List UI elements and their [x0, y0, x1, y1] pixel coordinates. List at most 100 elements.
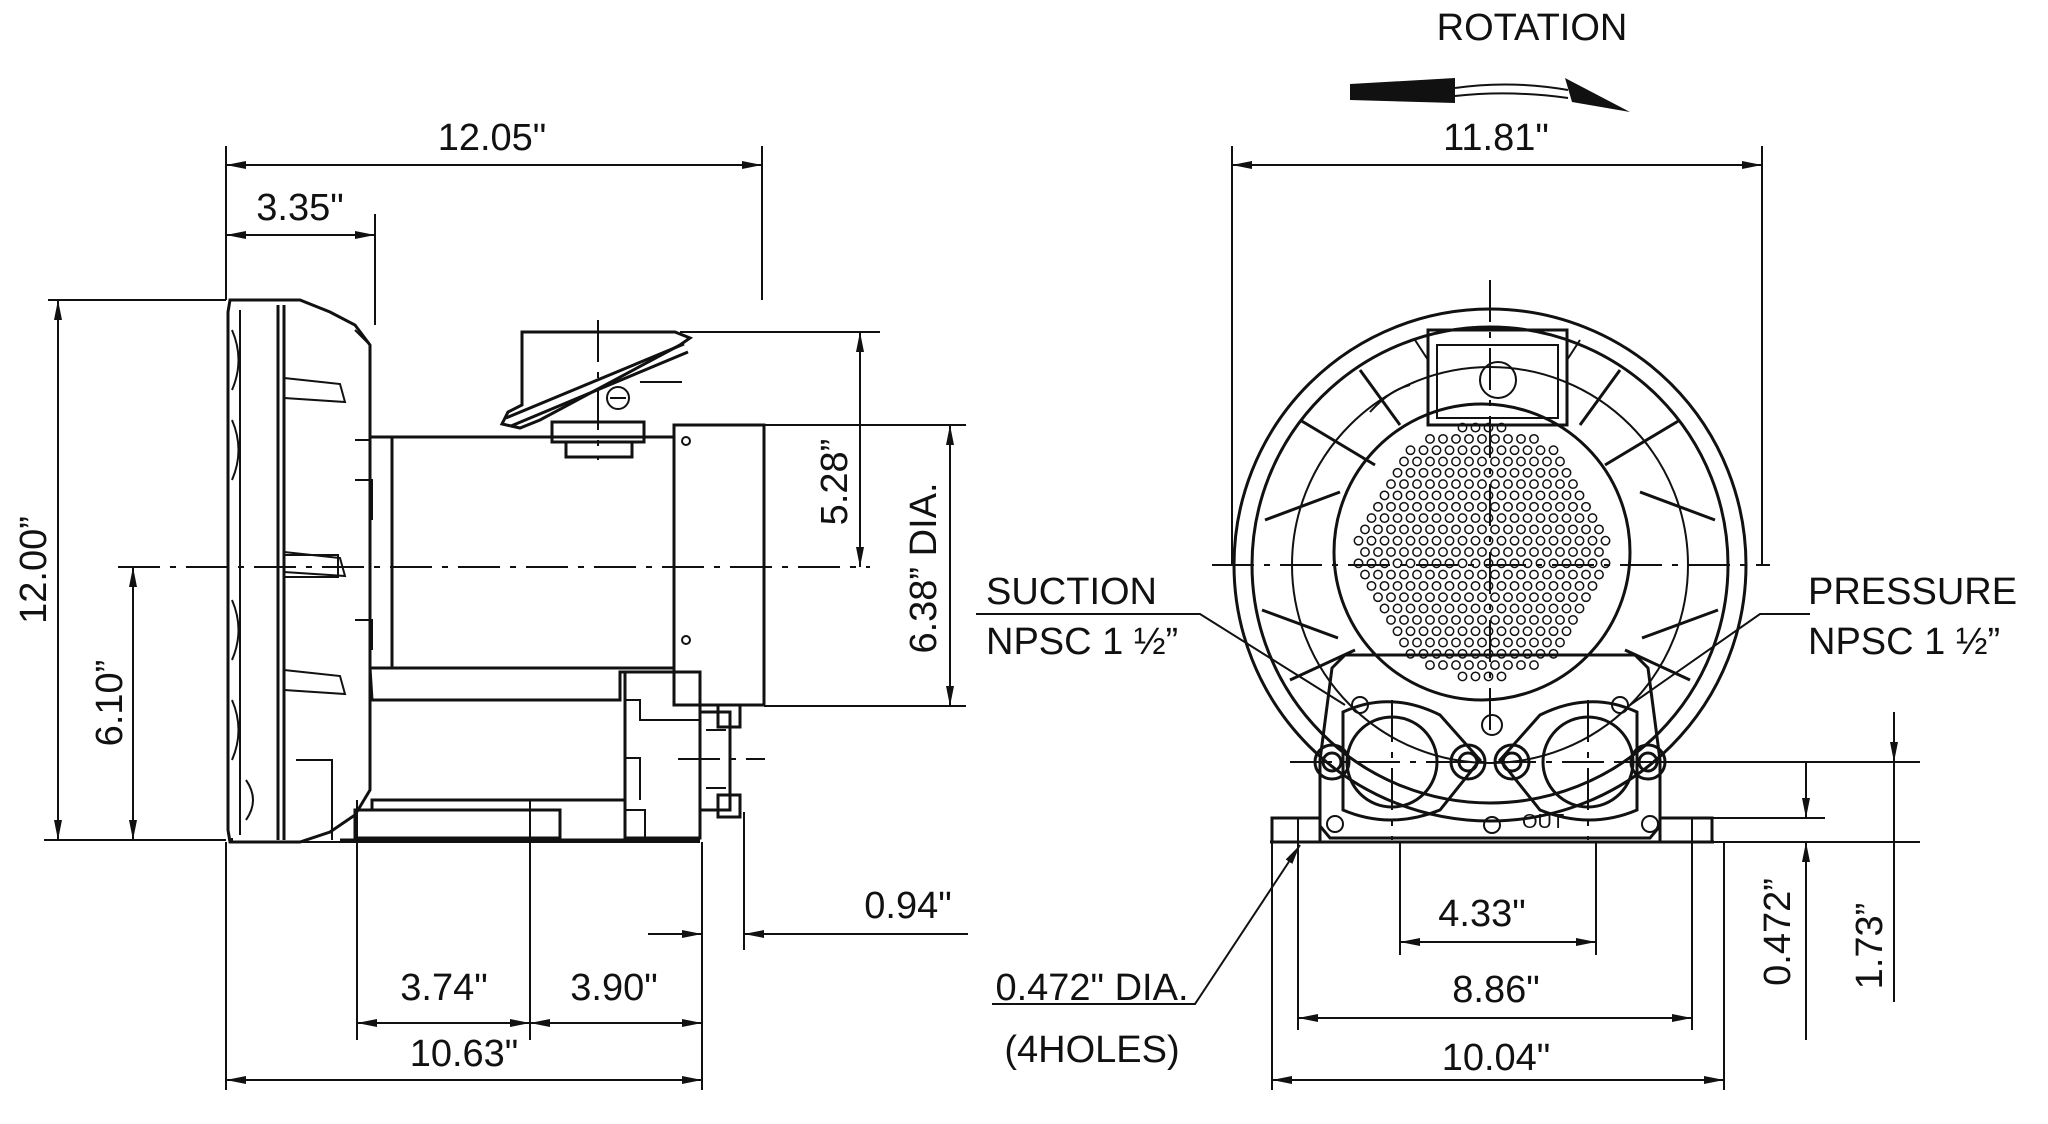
- grille-hole: [1529, 456, 1539, 467]
- grille-hole: [1438, 637, 1448, 648]
- grille-hole: [1516, 637, 1526, 648]
- grille-hole: [1425, 501, 1435, 512]
- grille-hole: [1464, 456, 1474, 467]
- grille-hole: [1418, 558, 1429, 569]
- suction-title: SUCTION: [986, 571, 1157, 613]
- grille-hole: [1373, 547, 1383, 557]
- grille-hole: [1425, 547, 1435, 557]
- grille-hole: [1373, 569, 1383, 580]
- grille-hole: [1399, 524, 1409, 535]
- grille-hole: [1509, 513, 1520, 524]
- grille-hole: [1386, 524, 1396, 535]
- grille-hole: [1457, 558, 1468, 569]
- grille-hole: [1490, 614, 1500, 625]
- grille-hole: [1535, 603, 1546, 614]
- dim-base-inner: 3.74": [400, 967, 487, 1009]
- grille-hole: [1535, 580, 1546, 591]
- grille-hole: [1464, 501, 1474, 512]
- grille-hole: [1522, 445, 1533, 456]
- grille-hole: [1353, 558, 1364, 569]
- holes-count-label: (4HOLES): [1004, 1029, 1179, 1071]
- grille-hole: [1418, 535, 1429, 546]
- grille-hole: [1457, 445, 1468, 456]
- grille-hole: [1503, 501, 1513, 512]
- grille-hole: [1574, 580, 1585, 591]
- grille-hole: [1529, 569, 1539, 580]
- grille-hole: [1574, 535, 1585, 546]
- grille-hole: [1503, 524, 1513, 535]
- grille-hole: [1574, 558, 1585, 569]
- grille-hole: [1477, 614, 1487, 625]
- grille-hole: [1496, 671, 1507, 682]
- grille-hole: [1483, 626, 1494, 637]
- grille-hole: [1418, 580, 1429, 591]
- dim-housing-depth: 3.35": [256, 187, 343, 229]
- grille-hole: [1496, 490, 1507, 501]
- grille-hole: [1490, 456, 1500, 467]
- grille-hole: [1444, 558, 1455, 569]
- grille-hole: [1418, 603, 1429, 614]
- grille-hole: [1509, 580, 1520, 591]
- grille-hole: [1464, 569, 1474, 580]
- grille-hole: [1464, 614, 1474, 625]
- grille-hole: [1431, 445, 1442, 456]
- grille-hole: [1503, 456, 1513, 467]
- grille-hole: [1464, 433, 1474, 444]
- grille-hole: [1412, 501, 1422, 512]
- grille-hole: [1392, 558, 1403, 569]
- grille-hole: [1509, 558, 1520, 569]
- grille-hole: [1535, 513, 1546, 524]
- grille-hole: [1464, 524, 1474, 535]
- grille-hole: [1470, 467, 1481, 478]
- grille-hole: [1386, 614, 1396, 625]
- grille-hole: [1412, 569, 1422, 580]
- grille-hole: [1431, 603, 1442, 614]
- grille-hole: [1574, 603, 1585, 614]
- grille-hole: [1561, 603, 1572, 614]
- grille-hole: [1548, 445, 1559, 456]
- grille-hole: [1470, 490, 1481, 501]
- grille-hole: [1522, 603, 1533, 614]
- grille-hole: [1444, 467, 1455, 478]
- grille-hole: [1399, 547, 1409, 557]
- grille-hole: [1399, 569, 1409, 580]
- grille-hole: [1516, 456, 1526, 467]
- grille-hole: [1405, 490, 1416, 501]
- grille-hole: [1516, 660, 1526, 671]
- grille-hole: [1509, 490, 1520, 501]
- grille-hole: [1405, 603, 1416, 614]
- grille-hole: [1399, 456, 1409, 467]
- grille-hole: [1392, 603, 1403, 614]
- grille-hole: [1594, 524, 1604, 535]
- grille-hole: [1516, 479, 1526, 490]
- grille-hole: [1555, 637, 1565, 648]
- grille-hole: [1392, 513, 1403, 524]
- grille-hole: [1581, 569, 1591, 580]
- motor-fan-grille: [1353, 422, 1611, 682]
- grille-hole: [1425, 479, 1435, 490]
- grille-hole: [1470, 603, 1481, 614]
- grille-hole: [1574, 513, 1585, 524]
- grille-hole: [1431, 558, 1442, 569]
- dim-flange-offset: 0.94": [864, 885, 951, 927]
- grille-hole: [1555, 501, 1565, 512]
- front-view: OUT: [976, 78, 1920, 1090]
- grille-hole: [1548, 558, 1559, 569]
- grille-hole: [1496, 467, 1507, 478]
- grille-hole: [1509, 626, 1520, 637]
- grille-hole: [1542, 501, 1552, 512]
- grille-hole: [1405, 558, 1416, 569]
- dim-overall-length: 12.05": [438, 117, 547, 159]
- grille-hole: [1464, 592, 1474, 603]
- grille-hole: [1470, 445, 1481, 456]
- grille-hole: [1457, 671, 1468, 682]
- grille-hole: [1490, 592, 1500, 603]
- dim-port-height: 1.73”: [1849, 903, 1891, 990]
- holes-dia-label: 0.472" DIA.: [995, 967, 1188, 1009]
- grille-hole: [1581, 501, 1591, 512]
- grille-hole: [1418, 445, 1429, 456]
- grille-hole: [1444, 626, 1455, 637]
- grille-hole: [1412, 524, 1422, 535]
- grille-hole: [1483, 422, 1494, 433]
- grille-hole: [1561, 467, 1572, 478]
